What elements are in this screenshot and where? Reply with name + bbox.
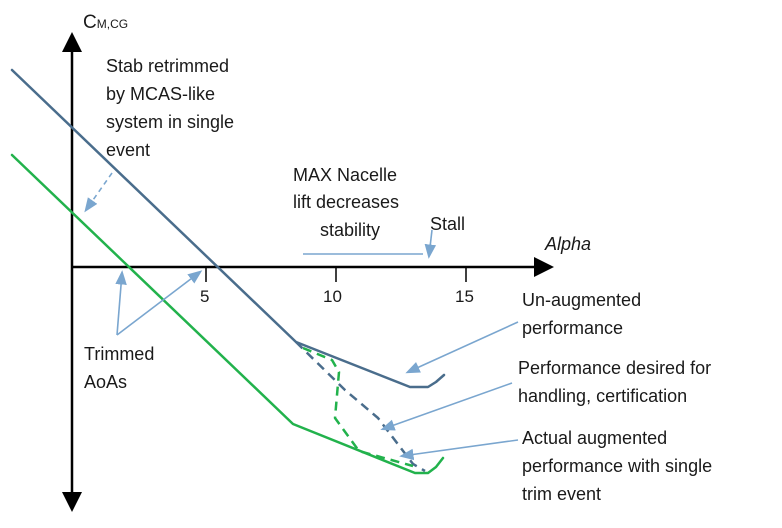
trimmed-aoa-arrow-2 [116, 270, 203, 336]
actual-line-2: performance with single [522, 456, 712, 476]
unaugmented-arrow [405, 321, 519, 374]
stab-retrimmed-line-2: by MCAS-like [106, 84, 215, 104]
desired-line-2: handling, certification [518, 386, 687, 406]
actual-arrow [399, 439, 519, 461]
y-axis-label-main: C [83, 12, 97, 33]
unaugmented-line-1: Un-augmented [522, 290, 641, 310]
x-axis-label: Alpha [544, 234, 591, 254]
nacelle-line-1: MAX Nacelle [293, 165, 397, 185]
trim-event-dashed-curve [302, 346, 414, 468]
nacelle-line-3: stability [320, 220, 380, 240]
x-tick-label-10: 10 [323, 287, 342, 306]
y-axis-label: CM,CG [83, 12, 128, 33]
stab-retrimmed-line-4: event [106, 140, 150, 160]
y-axis-label-sub: M,CG [97, 17, 128, 31]
x-tick-label-5: 5 [200, 287, 209, 306]
unaugmented-curve [10, 68, 446, 389]
actual-augmented-curve [10, 153, 445, 475]
stall-label: Stall [430, 214, 465, 234]
unaugmented-line-2: performance [522, 318, 623, 338]
desired-arrow [380, 382, 513, 431]
actual-line-1: Actual augmented [522, 428, 667, 448]
trimmed-aoa-arrow-1 [115, 270, 127, 336]
x-tick-label-15: 15 [455, 287, 474, 306]
desired-line-1: Performance desired for [518, 358, 711, 378]
stab-retrim-arrow [84, 172, 113, 213]
trimmed-aoas-line-2: AoAs [84, 372, 127, 392]
actual-line-3: trim event [522, 484, 601, 504]
stall-arrow [424, 229, 437, 259]
stab-retrimmed-line-1: Stab retrimmed [106, 56, 229, 76]
nacelle-line-2: lift decreases [293, 192, 399, 212]
stab-retrimmed-line-3: system in single [106, 112, 234, 132]
desired-performance-dashed-curve [295, 341, 426, 473]
trimmed-aoas-line-1: Trimmed [84, 344, 154, 364]
